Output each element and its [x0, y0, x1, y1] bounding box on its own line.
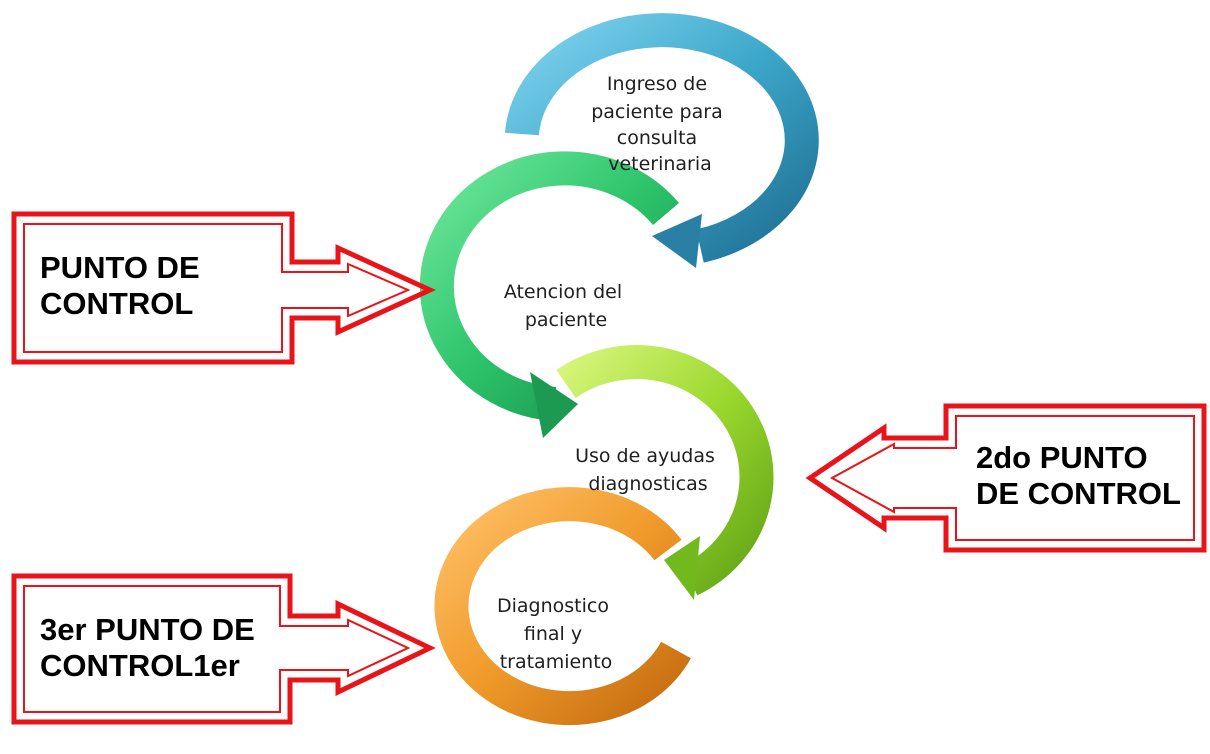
step-2-label: Atencion del paciente [504, 281, 628, 331]
step-3-label: Uso de ayudas diagnosticas [575, 445, 721, 495]
step-4-arrow [434, 487, 691, 726]
step-2-arrow [419, 151, 679, 438]
step-1-arrow [505, 13, 819, 268]
callout-control-1: PUNTO DE CONTROL [11, 211, 437, 365]
callout-3-text: 3er PUNTO DE CONTROL1er [40, 612, 263, 683]
callout-control-2: 2do PUNTO DE CONTROL [805, 403, 1207, 553]
callout-control-3: 3er PUNTO DE CONTROL1er [11, 573, 436, 725]
step-1-label: Ingreso de paciente para consulta veteri… [591, 73, 729, 175]
callout-1-text: PUNTO DE CONTROL [40, 250, 208, 321]
step-3-arrow [556, 345, 774, 600]
callout-2-text: 2do PUNTO DE CONTROL [976, 440, 1181, 511]
step-4-label: Diagnostico final y tratamiento [497, 595, 615, 673]
